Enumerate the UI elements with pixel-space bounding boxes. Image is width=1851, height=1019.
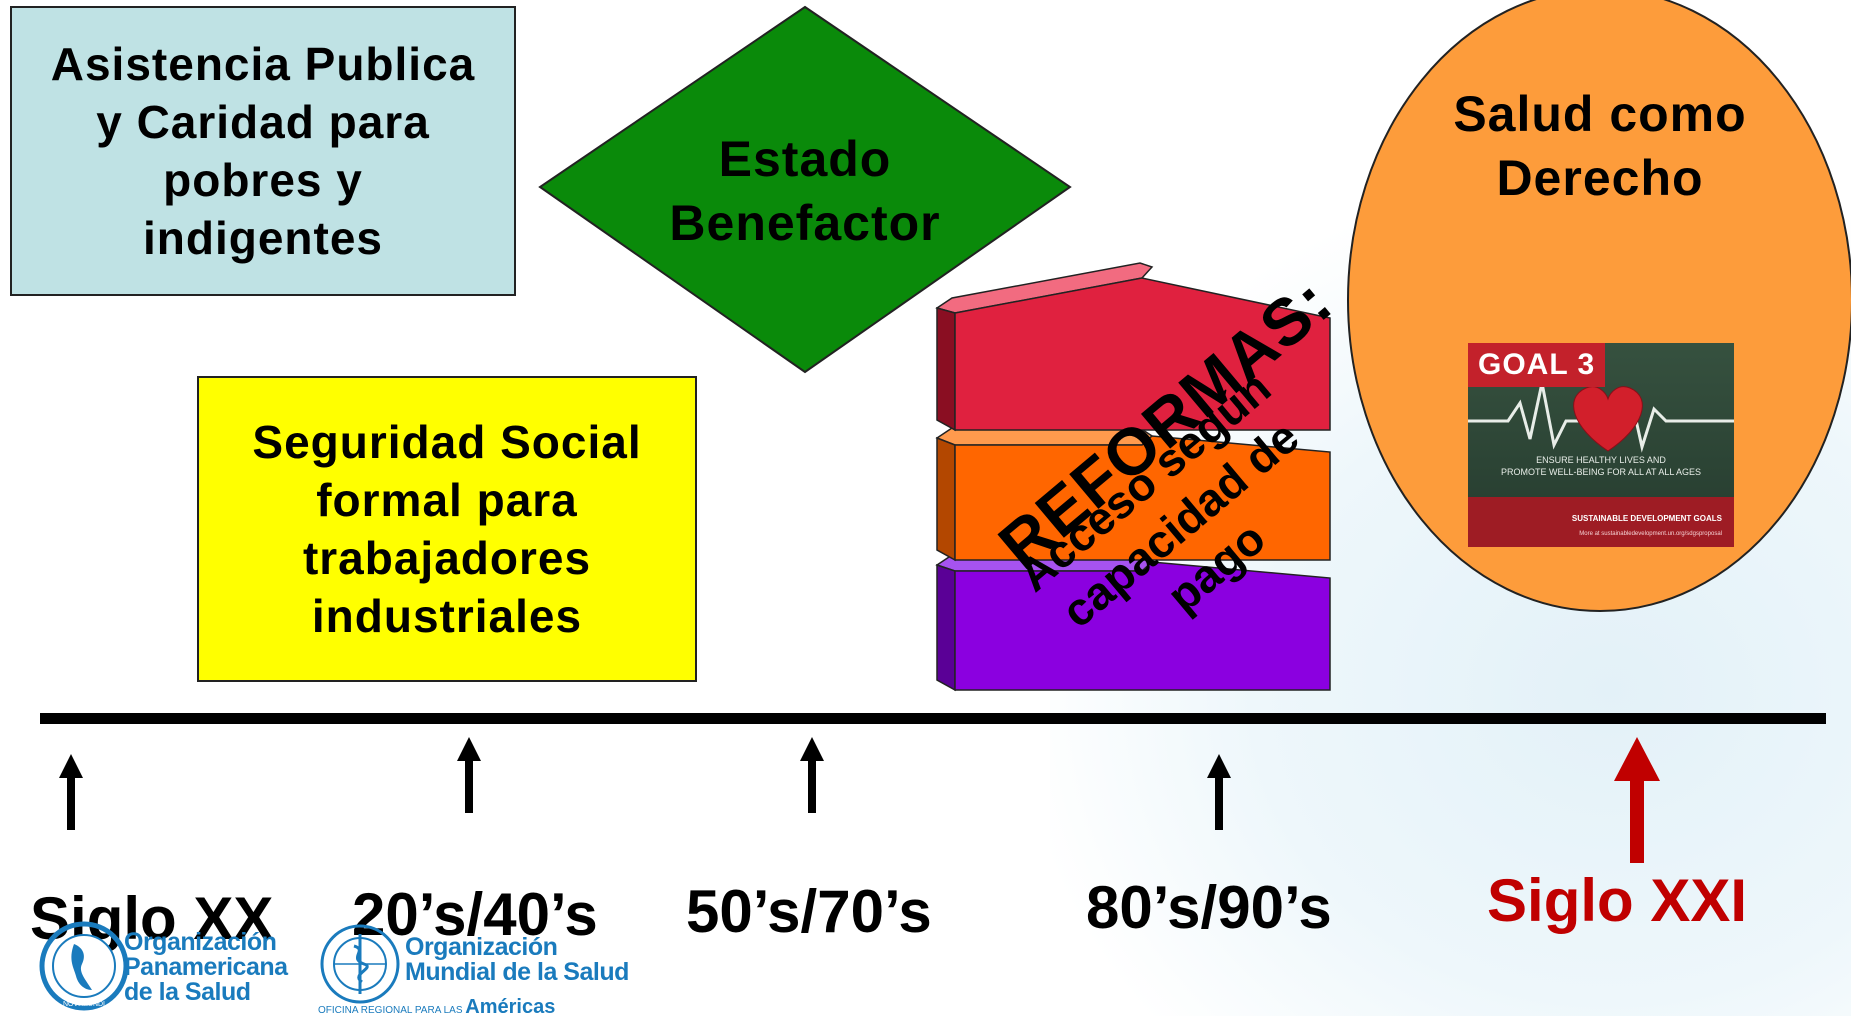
timeline-arrow-2 [457,737,481,813]
timeline-arrow-3 [800,737,824,813]
timeline-label-50s-70s: 50’s/70’s [686,878,932,945]
timeline-arrow-5-red [1614,737,1660,863]
reformas-block-middle [935,427,1331,562]
oms-region-prefix: OFICINA REGIONAL PARA LAS [318,1005,463,1016]
ops-logo-text: Organización Panamericana de la Salud [124,928,288,1006]
timeline-axis [40,713,1826,724]
estado-benefactor-label: Estado Benefactor [669,131,941,251]
goal3-caption: ENSURE HEALTHY LIVES AND PROMOTE WELL-BE… [1500,455,1702,477]
sdg-goal3-image: GOAL 3 ENSURE HEALTHY LIVES AND PROMOTE … [1468,343,1734,547]
oms-emblem-icon [320,924,400,1004]
ops-ring-text: NOVI MUNDI [63,1001,105,1008]
oms-region-text: OFICINA REGIONAL PARA LAS Américas [318,996,555,1019]
oms-logo-text: Organización Mundial de la Salud [405,933,629,986]
salud-derecho-label: Salud como Derecho [1453,86,1747,206]
timeline-label-siglo-xxi: Siglo XXI [1487,867,1748,934]
reformas-block-top [935,262,1331,432]
heartbeat-heart-icon [1468,382,1734,453]
goal3-footer: SUSTAINABLE DEVELOPMENT GOALS More at su… [1468,497,1734,547]
goal3-tag: GOAL 3 [1468,343,1606,387]
seguridad-social-box: Seguridad Social formal para trabajadore… [197,376,697,682]
estado-benefactor-diamond [538,5,1072,374]
timeline-label-80s-90s: 80’s/90’s [1086,874,1332,941]
goal3-footer-url: More at sustainabledevelopment.un.org/sd… [1579,531,1722,537]
oms-region-name: Américas [465,996,556,1018]
timeline-arrow-4 [1207,754,1231,830]
reformas-block-bottom [935,554,1331,692]
timeline-arrow-1 [59,754,83,830]
asistencia-publica-box: Asistencia Publica y Caridad para pobres… [10,6,516,296]
ops-emblem-icon: NOVI MUNDI [39,921,129,1011]
timeline-label-20s-40s: 20’s/40’s [352,881,598,948]
goal3-footer-title: SUSTAINABLE DEVELOPMENT GOALS [1571,514,1722,523]
